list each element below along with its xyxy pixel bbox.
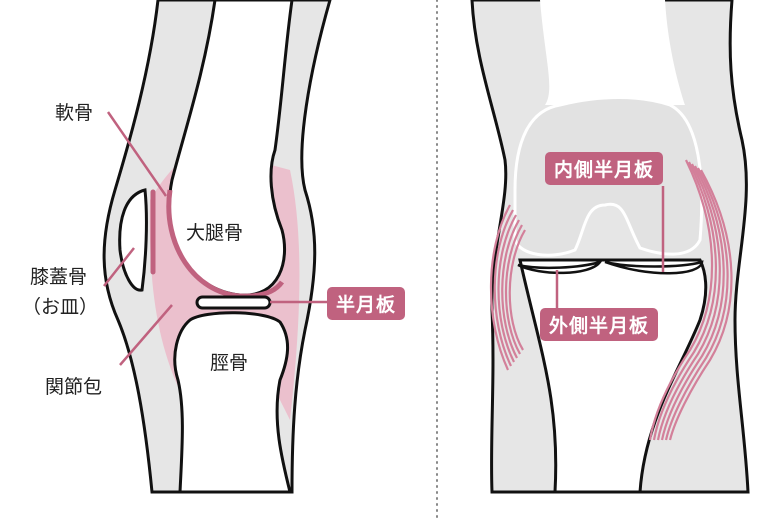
front-view-knee <box>470 0 750 494</box>
label-tibia: 脛骨 <box>210 352 249 374</box>
femur-shaft <box>540 0 685 105</box>
medial-meniscus <box>604 260 704 275</box>
cartilage <box>166 189 285 299</box>
label-lateral-meniscus: 外側半月板 <box>540 308 659 341</box>
label-joint-capsule: 関節包 <box>45 376 103 398</box>
meniscus-side <box>195 295 272 310</box>
label-patella-note: （お皿） <box>22 296 99 318</box>
label-meniscus: 半月板 <box>327 287 406 320</box>
leader-lines-right <box>555 186 665 308</box>
label-patella: 膝蓋骨 <box>30 266 88 288</box>
leader-lines-left <box>103 111 328 366</box>
patella <box>118 188 148 292</box>
femur <box>167 0 294 297</box>
side-view-knee <box>102 0 332 494</box>
label-medial-meniscus: 内側半月板 <box>545 152 664 185</box>
label-femur: 大腿骨 <box>186 222 244 244</box>
medial-collateral-ligament <box>648 159 733 441</box>
lateral-collateral-ligament <box>489 204 526 371</box>
label-cartilage: 軟骨 <box>55 102 94 124</box>
lateral-meniscus <box>517 259 604 275</box>
tibia <box>173 311 292 494</box>
